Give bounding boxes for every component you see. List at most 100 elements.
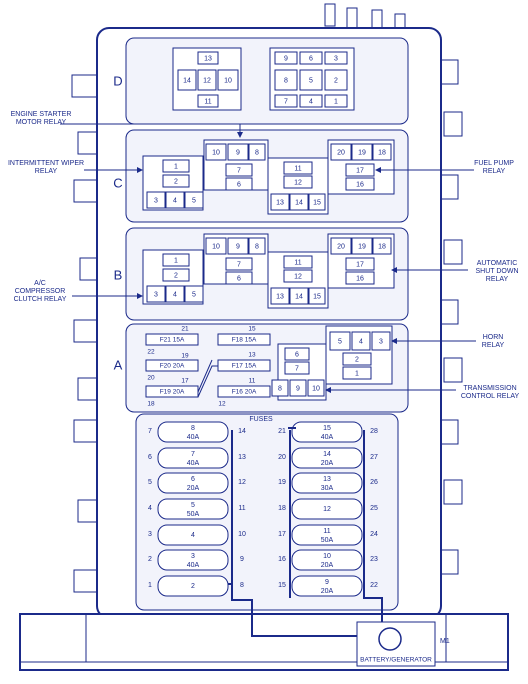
relay-d-right-pin-7-box	[274, 94, 298, 108]
relay-c-right-pin-18-box	[372, 143, 392, 161]
fuse-left-8-rating: 40A	[187, 434, 200, 441]
relay-c-mid-pin-13: 13	[276, 199, 284, 206]
small-fuse-f19: F19 20A	[160, 389, 185, 396]
relay-a-horn-pin-3: 3	[379, 338, 383, 345]
relay-b-mid-pin-15: 15	[313, 293, 321, 300]
fuse-left-pin-5: 5	[148, 479, 152, 486]
fuse-left-5-number: 5	[191, 502, 195, 509]
callout-intermittent-wiper-relay: INTERMITTENT WIPER RELAY	[7, 160, 85, 175]
relay-c-top-pin-8-box	[248, 143, 266, 161]
relay-a-horn-pin-4: 4	[359, 338, 363, 345]
fuse-right-pin-21: 21	[278, 428, 286, 435]
fuse-left-2-body	[157, 575, 229, 597]
relay-c-left-pin-1: 1	[174, 163, 178, 170]
fuse-left-7-rating: 40A	[187, 460, 200, 467]
fuse-right-13-body	[291, 472, 363, 494]
battery-generator-label: BATTERY/GENERATOR	[360, 657, 432, 664]
fuse-left-pin-14: 14	[238, 428, 246, 435]
relay-a-horn-pin-2-box	[342, 352, 372, 366]
fuse-right-13-rating: 30A	[321, 485, 334, 492]
fuse-right-pin-24: 24	[370, 531, 378, 538]
fuse-left-5-body	[157, 498, 229, 520]
relay-b-mid-pin-13-box	[270, 287, 290, 305]
arrow-transmission-arrowhead	[325, 387, 331, 393]
relay-c-top-pin-6-box	[225, 177, 253, 191]
small-fuse-num-13: 13	[248, 352, 256, 359]
relay-d-right-pin-6: 6	[309, 55, 313, 62]
relay-c-right-pin-17: 17	[356, 167, 364, 174]
fuse-right-11-rating: 50A	[321, 537, 334, 544]
relay-d-left-pin-11: 11	[204, 98, 211, 105]
relay-c-top-pin-8: 8	[255, 149, 259, 156]
relay-c-top-pin-6: 6	[237, 181, 241, 188]
relay-c-right-pin-16-box	[345, 177, 375, 191]
relay-a-trans-pin-7: 7	[295, 365, 299, 372]
relay-d-left-pin-12: 12	[203, 77, 211, 84]
section-label-d: D	[113, 73, 122, 88]
arrow-auto-shutdown-arrowhead	[391, 267, 397, 273]
bus-bar-right	[363, 430, 383, 636]
relay-c-top-pin-10-box	[205, 143, 227, 161]
small-fuse-diagonal-link	[197, 365, 218, 398]
relay-d-left-pin-10-box	[217, 69, 239, 91]
callout-engine-starter-relay: ENGINE STARTER MOTOR RELAY	[10, 111, 72, 126]
relay-c-right-pin-18: 18	[378, 149, 386, 156]
small-fuse-num-11: 11	[249, 378, 256, 385]
fuse-left-pin-12: 12	[238, 479, 246, 486]
right-mount-clip-5	[439, 299, 459, 325]
callout-horn-relay: HORN RELAY	[481, 334, 505, 349]
fuse-left-2-number: 2	[191, 583, 195, 590]
relay-b-top-pin-7: 7	[237, 261, 241, 268]
relay-b-mid-pin-12-box	[283, 269, 313, 283]
fuse-right-10-rating: 20A	[321, 562, 334, 569]
small-fuse-f20-box	[145, 359, 199, 372]
right-mount-clip-1	[439, 59, 459, 85]
fuse-right-pin-18: 18	[278, 505, 286, 512]
section-label-c: C	[113, 175, 122, 190]
relay-c-left-pin-3-box	[146, 191, 166, 209]
fuse-left-pin-3: 3	[148, 531, 152, 538]
fuse-left-pin-1: 1	[148, 582, 152, 589]
fuse-right-15-number: 15	[323, 425, 331, 432]
small-fuse-num-18: 18	[147, 401, 155, 408]
fuse-right-14-body	[291, 447, 363, 469]
relay-b-right-pin-17-box	[345, 257, 375, 271]
fuse-right-9-rating: 20A	[321, 588, 334, 595]
arrow-ac-clutch-arrowhead	[137, 293, 143, 299]
relay-d-right-pin-1: 1	[334, 98, 338, 105]
relay-c-top-pin-7-box	[225, 163, 253, 177]
fuse-left-8-body	[157, 421, 229, 443]
small-fuse-f21-box	[145, 333, 199, 346]
fuse-right-14-rating: 20A	[321, 460, 334, 467]
relay-b-left-pin-4-box	[165, 285, 185, 303]
relay-b-left-pin-1: 1	[174, 257, 178, 264]
relay-c-left-pin-5: 5	[192, 197, 196, 204]
relay-c-right-pin-20-box	[330, 143, 352, 161]
relay-b-top-pin-6-box	[225, 271, 253, 285]
relay-b-top-pin-8-box	[248, 237, 266, 255]
relay-d-left-pin-13: 13	[204, 55, 212, 62]
callout-fuel-pump-relay: FUEL PUMP RELAY	[474, 160, 514, 175]
fuse-right-13-number: 13	[323, 476, 331, 483]
relay-d-right-pin-9-box	[274, 51, 298, 65]
fuse-right-pin-16: 16	[278, 556, 286, 563]
fuse-right-pin-15: 15	[278, 582, 286, 589]
fuse-left-6-number: 6	[191, 476, 195, 483]
fuse-right-9-number: 9	[325, 579, 329, 586]
small-fuse-f18-box	[217, 333, 271, 346]
relay-d-left-pin-14: 14	[183, 77, 191, 84]
relay-d-left-pin-12-box	[197, 69, 217, 91]
relay-b-top-pin-6: 6	[237, 275, 241, 282]
relay-c-mid-pin-15: 15	[313, 199, 321, 206]
relay-c-mid-pin-14: 14	[295, 199, 303, 206]
relay-a-horn-pin-5: 5	[338, 338, 342, 345]
relay-c-top-pin-10: 10	[212, 149, 220, 156]
relay-a-horn-pin-1: 1	[355, 370, 359, 377]
small-fuse-num-21: 21	[181, 326, 189, 333]
fuse-right-pin-20: 20	[278, 454, 286, 461]
small-fuse-num-12: 12	[218, 401, 226, 408]
fuse-right-9-body	[291, 575, 363, 597]
relay-d-right-pin-5: 5	[309, 77, 313, 84]
